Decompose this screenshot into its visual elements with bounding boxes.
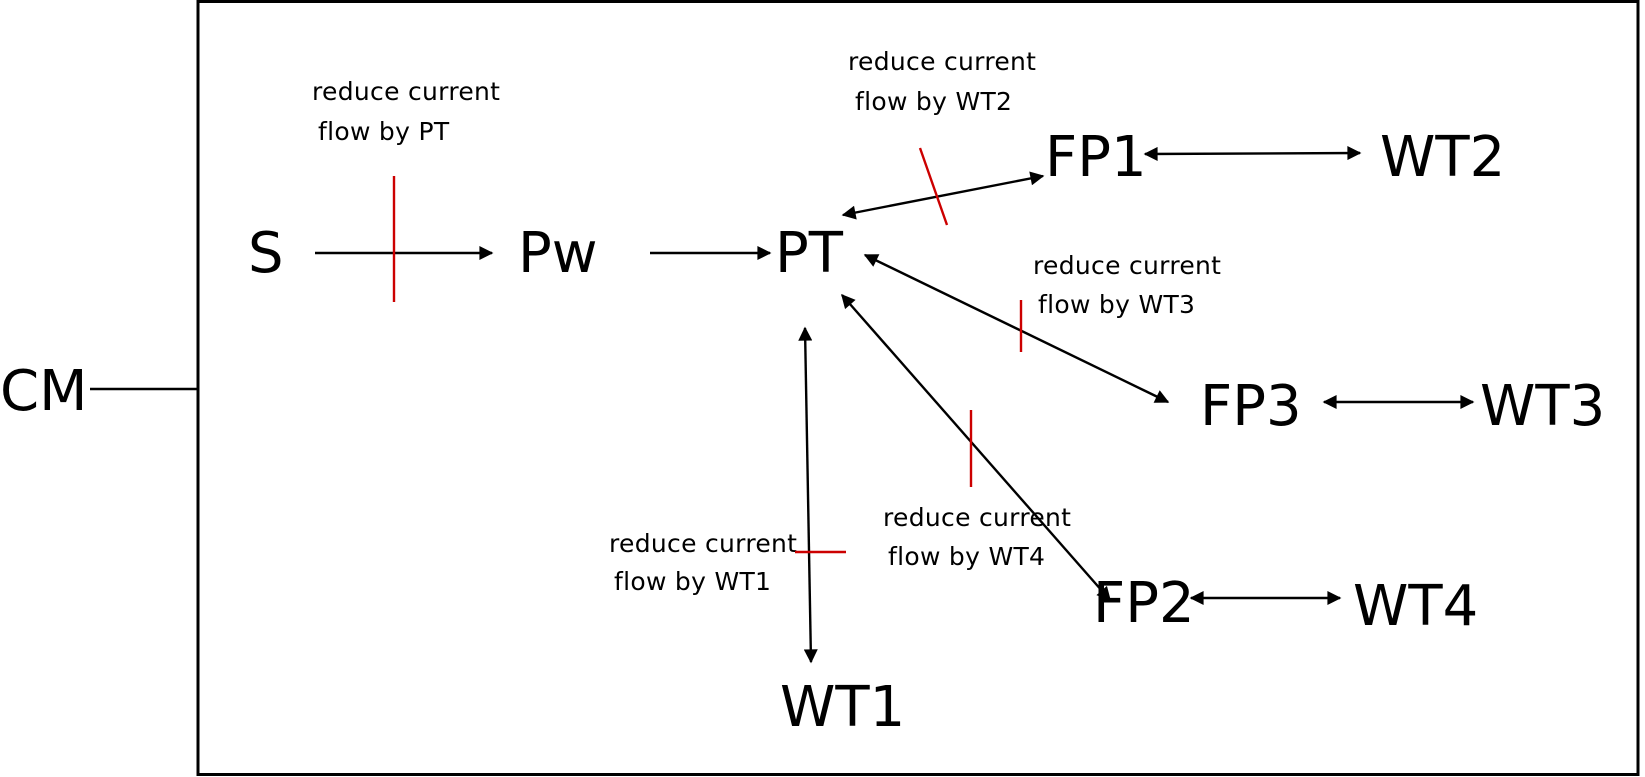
node-fp2: FP2 — [1093, 571, 1195, 636]
node-fp1: FP1 — [1045, 125, 1147, 190]
arrow-pt-fp1 — [841, 171, 1045, 220]
node-pw: Pw — [518, 221, 598, 286]
node-cm: CM — [0, 359, 87, 424]
annotation-wt1-line1: reduce current — [609, 529, 797, 558]
annotation-pt-line1: reduce current — [312, 77, 500, 106]
arrow-pt-wt1 — [798, 326, 818, 664]
annotation-wt4-line2: flow by WT4 — [888, 542, 1045, 571]
node-wt1: WT1 — [780, 675, 905, 740]
annotation-wt4: reduce current flow by WT4 — [883, 503, 1071, 571]
node-wt3: WT3 — [1480, 374, 1605, 439]
arrow-fp1-wt2 — [1143, 146, 1362, 161]
annotation-pt: reduce current flow by PT — [312, 77, 500, 146]
annotation-wt2-line1: reduce current — [848, 47, 1036, 76]
annotation-wt3: reduce current flow by WT3 — [1033, 251, 1221, 319]
annotation-wt3-line1: reduce current — [1033, 251, 1221, 280]
arrow-pt-fp2 — [841, 293, 1111, 602]
node-pt: PT — [775, 221, 844, 286]
annotation-wt1: reduce current flow by WT1 — [609, 529, 797, 596]
node-wt2: WT2 — [1380, 125, 1505, 190]
annotation-pt-line2: flow by PT — [318, 117, 450, 146]
annotation-wt1-line2: flow by WT1 — [614, 567, 771, 596]
annotation-wt3-line2: flow by WT3 — [1038, 290, 1195, 319]
reduce-mark-wt2 — [918, 147, 949, 226]
node-s: S — [248, 221, 284, 286]
annotation-wt2-line2: flow by WT2 — [855, 87, 1012, 116]
annotation-wt2: reduce current flow by WT2 — [848, 47, 1036, 116]
node-fp3: FP3 — [1200, 374, 1302, 439]
annotation-wt4-line1: reduce current — [883, 503, 1071, 532]
node-wt4: WT4 — [1353, 574, 1478, 639]
